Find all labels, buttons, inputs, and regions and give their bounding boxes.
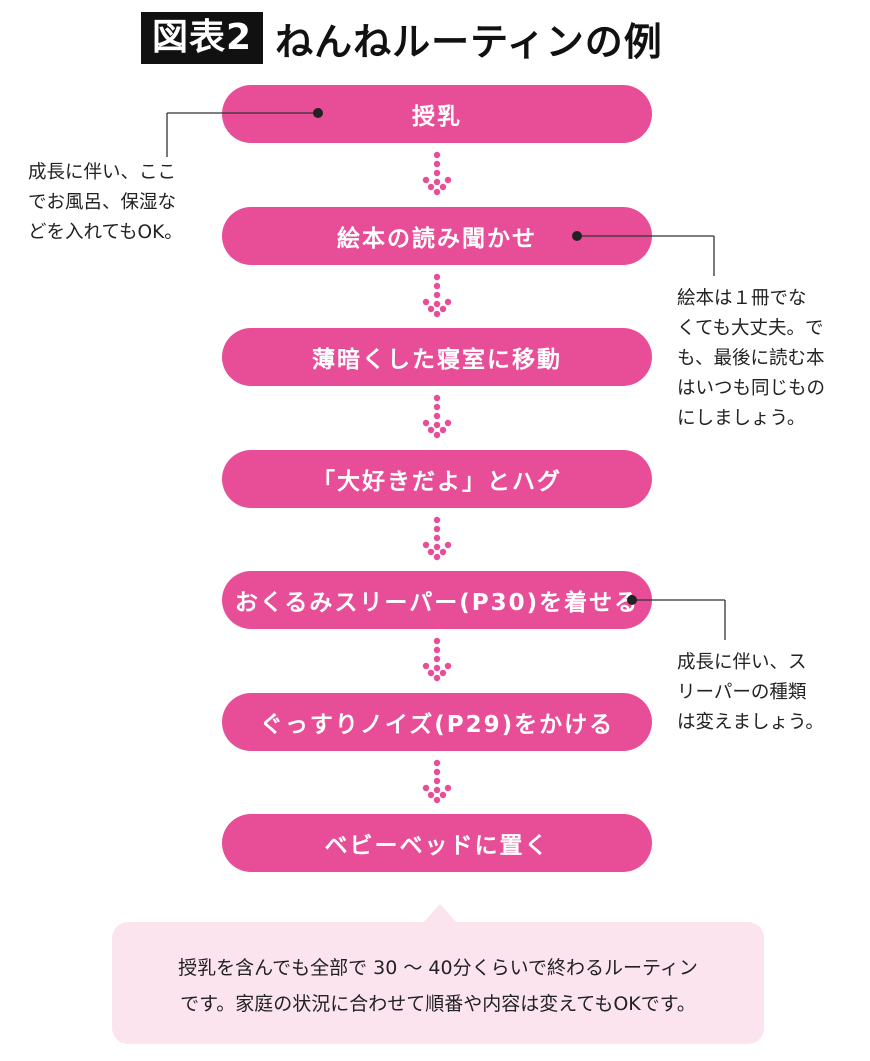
summary-bubble-pointer — [422, 904, 458, 924]
note-book: 絵本は１冊でな くても大丈夫。で も、最後に読む本 はいつも同じもの にしましょ… — [677, 284, 825, 434]
down-arrow-icon — [422, 151, 452, 196]
note-line: どを入れてもOK。 — [28, 222, 183, 243]
summary-line: です。家庭の状況に合わせて順番や内容は変えてもOKです。 — [180, 993, 696, 1015]
step-5: おくるみスリーパー(P30)を着せる — [222, 571, 652, 629]
note-line: はいつも同じもの — [677, 378, 826, 399]
summary-text: 授乳を含んでも全部で 30 〜 40分くらいで終わるルーティン です。家庭の状況… — [112, 950, 764, 1022]
note-line: リーパーの種類 — [677, 682, 807, 703]
figure-number-badge: 図表2 — [141, 12, 264, 64]
step-7: ベビーベッドに置く — [222, 814, 652, 872]
note-line: にしましょう。 — [677, 408, 806, 429]
note-bath: 成長に伴い、ここ でお風呂、保湿な どを入れてもOK。 — [28, 158, 183, 248]
step-1: 授乳 — [222, 85, 652, 143]
down-arrow-icon — [422, 273, 452, 318]
note-sleeper: 成長に伴い、ス リーパーの種類 は変えましょう。 — [677, 648, 824, 738]
down-arrow-icon — [422, 759, 452, 804]
note-line: も、最後に読む本 — [677, 348, 825, 369]
note-line: 絵本は１冊でな — [677, 288, 807, 309]
note-line: 成長に伴い、ここ — [28, 162, 177, 183]
step-3: 薄暗くした寝室に移動 — [222, 328, 652, 386]
note-line: は変えましょう。 — [677, 712, 824, 733]
note-line: くても大丈夫。で — [677, 318, 824, 339]
down-arrow-icon — [422, 637, 452, 682]
summary-bubble: 授乳を含んでも全部で 30 〜 40分くらいで終わるルーティン です。家庭の状況… — [112, 922, 764, 1044]
summary-line: 授乳を含んでも全部で 30 〜 40分くらいで終わるルーティン — [178, 957, 698, 979]
down-arrow-icon — [422, 516, 452, 561]
figure-title-text: ねんねルーティンの例 — [275, 19, 663, 64]
figure-title: 図表2 ねんねルーティンの例 — [141, 12, 663, 64]
note-line: でお風呂、保湿な — [28, 192, 177, 213]
step-6: ぐっすりノイズ(P29)をかける — [222, 693, 652, 751]
note-line: 成長に伴い、ス — [677, 652, 807, 673]
step-4: 「大好きだよ」とハグ — [222, 450, 652, 508]
down-arrow-icon — [422, 394, 452, 439]
